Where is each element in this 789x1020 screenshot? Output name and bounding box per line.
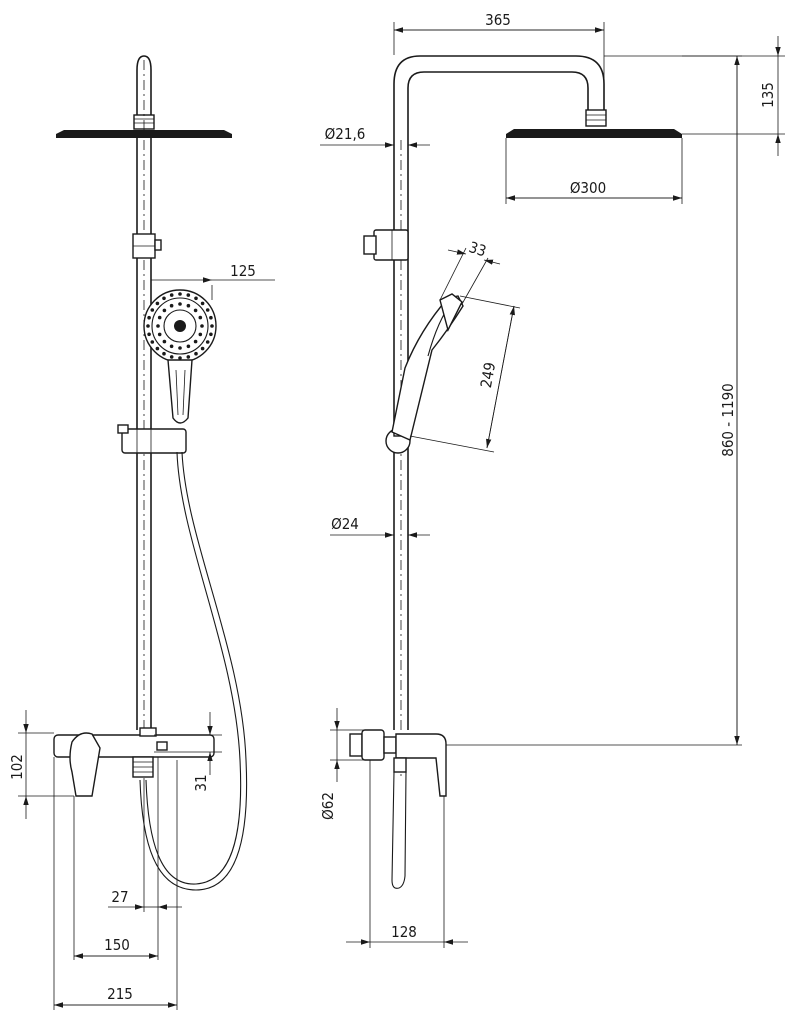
side-mixer-cap	[349, 733, 363, 757]
nozzle-dot	[150, 340, 155, 344]
front-hose	[145, 451, 242, 885]
dim-side-pipe-lower: Ø24	[331, 515, 359, 533]
nozzle-dot	[155, 346, 160, 351]
nozzle-dot	[162, 351, 166, 356]
front-hand-shower-handle	[167, 359, 193, 424]
nozzle-dot	[169, 355, 174, 359]
nozzle-dot	[186, 355, 191, 359]
nozzle-dot	[147, 332, 151, 337]
nozzle-dot	[178, 292, 182, 296]
nozzle-dot	[178, 302, 182, 306]
nozzle-dot	[162, 296, 166, 301]
nozzle-dot	[210, 324, 214, 328]
side-mixer-body	[395, 733, 447, 797]
nozzle-dot	[200, 324, 204, 328]
nozzle-dot	[178, 356, 182, 360]
dim-side-hand-shower-length: 249	[477, 361, 499, 389]
front-view: 125 102 31 27 150 215	[8, 55, 275, 1010]
dim-side-head-drop: 135	[759, 82, 777, 108]
nozzle-dot	[169, 344, 174, 349]
dim-side-head-diameter: Ø300	[570, 179, 606, 197]
nozzle-dot	[194, 296, 198, 301]
dim-front-height-102: 102	[8, 754, 26, 780]
nozzle-dot	[155, 301, 160, 306]
nozzle-dot	[150, 308, 155, 312]
nozzle-dot	[186, 303, 191, 308]
nozzle-dot	[205, 340, 210, 344]
dim-side-height-range: 860 - 1190	[719, 383, 737, 457]
nozzle-dot	[198, 332, 203, 337]
nozzle-dot	[194, 351, 198, 356]
nozzle-dot	[209, 315, 213, 320]
nozzle-dot	[169, 303, 174, 308]
nozzle-dot	[186, 344, 191, 349]
side-hose	[391, 771, 407, 889]
dim-line-33	[447, 249, 467, 255]
nozzle-dot	[162, 308, 167, 313]
dim-side-hand-shower-width: 33	[467, 238, 489, 260]
dim-side-depth: 128	[391, 923, 417, 941]
dim-side-mixer-diameter: Ø62	[319, 792, 337, 820]
side-view: 365 135 Ø21,6 Ø300 33 249 Ø24	[319, 11, 785, 948]
nozzle-dot	[147, 315, 151, 320]
dim-front-height-31: 31	[192, 774, 210, 791]
nozzle-dot	[157, 315, 162, 320]
dim-side-pipe-upper: Ø21,6	[325, 125, 366, 143]
nozzle-dot	[193, 339, 198, 344]
nozzle-dot	[200, 301, 205, 306]
dim-side-arm-length: 365	[485, 11, 511, 29]
nozzle-dot	[157, 332, 162, 337]
nozzle-dot	[178, 346, 182, 350]
side-pipe-joint	[373, 229, 409, 261]
nozzle-dot	[198, 315, 203, 320]
nozzle-dot	[209, 332, 213, 337]
front-top-arm	[136, 55, 152, 118]
nozzle-dot	[193, 308, 198, 313]
nozzle-dot	[200, 346, 205, 351]
nozzle-dot	[156, 324, 160, 328]
dim-front-width-150: 150	[104, 936, 130, 954]
nozzle-dot	[169, 293, 174, 297]
front-slider-bracket	[121, 428, 187, 454]
nozzle-dot	[205, 308, 210, 312]
side-overhead-arm	[393, 55, 605, 232]
front-hand-shower-nozzles	[146, 292, 214, 360]
dim-front-width-215: 215	[107, 985, 133, 1003]
side-head-connector	[585, 109, 607, 127]
dim-front-width-27: 27	[111, 888, 128, 906]
dim-front-hand-shower-offset: 125	[230, 262, 256, 280]
nozzle-dot	[146, 324, 150, 328]
nozzle-dot	[186, 293, 191, 297]
side-rain-shower-head	[506, 129, 682, 138]
nozzle-dot	[162, 339, 167, 344]
front-mixer-handle	[69, 732, 101, 797]
